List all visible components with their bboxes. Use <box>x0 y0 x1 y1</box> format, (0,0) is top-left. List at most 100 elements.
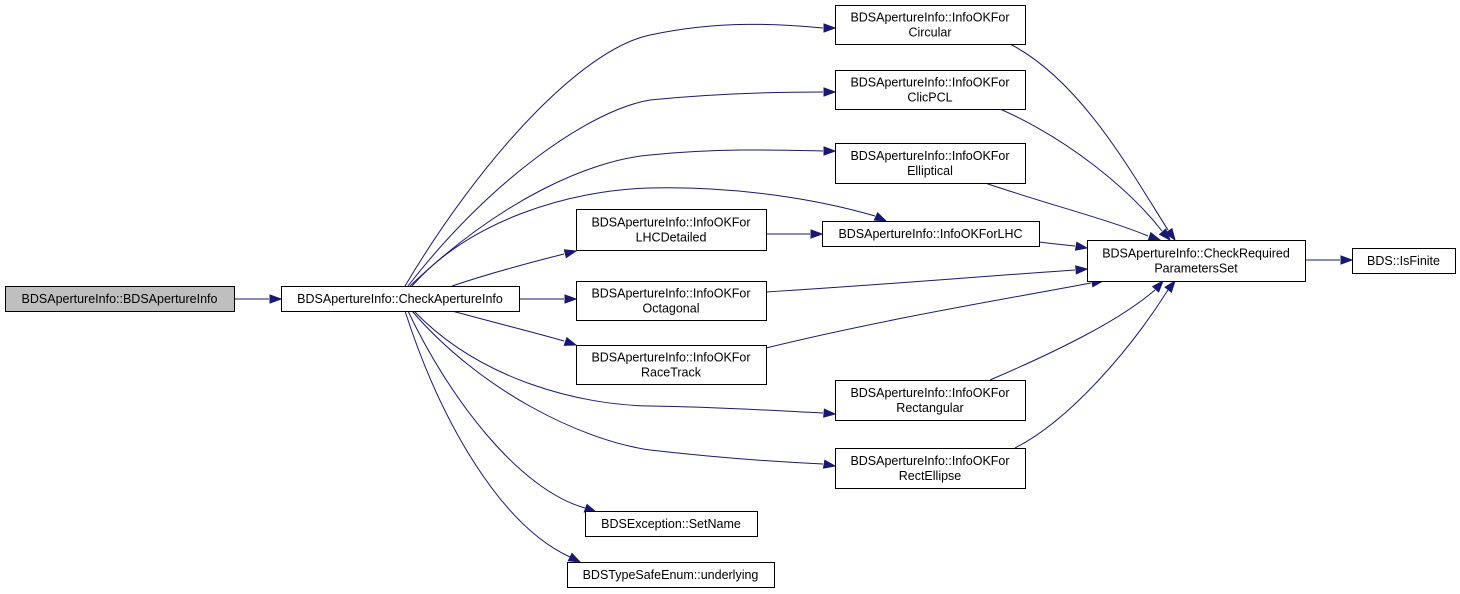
node-label-line: Elliptical <box>907 164 953 178</box>
edge-lhcdetailed-to-lhc <box>766 229 824 239</box>
node-label-line: BDSApertureInfo::InfoOKForLHC <box>838 227 1022 241</box>
node-label-line: BDSApertureInfo::InfoOKFor <box>850 149 1009 163</box>
node-box[interactable] <box>1087 240 1306 282</box>
edge-check-to-clicpcl <box>407 87 837 287</box>
edge-lhc-to-required <box>1038 241 1089 251</box>
node-setname[interactable]: BDSException::SetName <box>585 511 758 537</box>
edge-rectangular-to-required <box>989 279 1164 381</box>
edge-line <box>411 310 824 465</box>
edge-check-to-underlying <box>404 310 582 563</box>
node-box[interactable] <box>567 562 775 588</box>
node-box[interactable] <box>576 345 767 385</box>
edge-check-to-lhc <box>411 187 888 287</box>
arrowhead-icon <box>1151 279 1164 293</box>
node-box[interactable] <box>576 209 767 251</box>
node-box[interactable] <box>281 286 520 312</box>
edge-check-to-rectellipse <box>411 310 837 469</box>
node-box[interactable] <box>835 448 1026 489</box>
edge-line <box>984 182 1149 237</box>
arrowhead-icon <box>567 552 582 563</box>
node-label-line: BDSApertureInfo::InfoOKFor <box>591 287 750 301</box>
node-box[interactable] <box>835 5 1026 45</box>
arrowhead-icon <box>823 146 837 156</box>
node-label-line: BDSApertureInfo::InfoOKFor <box>850 76 1009 90</box>
edge-circular-to-required <box>1009 43 1176 242</box>
arrowhead-icon <box>1340 255 1354 265</box>
node-root[interactable]: BDSApertureInfo::BDSApertureInfo <box>5 286 235 312</box>
edge-check-to-octagonal <box>519 294 578 304</box>
node-box[interactable] <box>5 286 235 312</box>
arrowhead-icon <box>1164 227 1176 242</box>
node-isfinite[interactable]: BDS::IsFinite <box>1352 248 1456 274</box>
arrowhead-icon <box>1074 241 1089 251</box>
edge-check-to-circular <box>404 23 837 287</box>
node-label-line: BDSApertureInfo::CheckRequired <box>1102 247 1290 261</box>
node-label-line: BDS::IsFinite <box>1367 254 1440 268</box>
node-label-line: BDSApertureInfo::InfoOKFor <box>591 351 750 365</box>
node-box[interactable] <box>822 221 1040 247</box>
edge-check-to-rectangular <box>413 310 837 418</box>
edge-required-to-isfinite <box>1305 255 1354 265</box>
edge-clicpcl-to-required <box>999 108 1171 242</box>
node-label-line: BDSApertureInfo::CheckApertureInfo <box>297 292 503 306</box>
node-label-line: Circular <box>908 26 951 40</box>
node-label-line: ClicPCL <box>907 91 952 105</box>
arrowhead-icon <box>823 23 837 33</box>
node-label-line: BDSApertureInfo::InfoOKFor <box>850 386 1009 400</box>
arrowhead-icon <box>1158 228 1171 242</box>
node-box[interactable] <box>576 281 767 321</box>
node-box[interactable] <box>835 143 1026 184</box>
node-check[interactable]: BDSApertureInfo::CheckApertureInfo <box>281 286 520 312</box>
edge-line <box>989 289 1156 381</box>
arrowhead-icon <box>1164 279 1176 293</box>
node-box[interactable] <box>835 380 1026 421</box>
edge-rectellipse-to-required <box>1014 279 1176 449</box>
edge-line <box>1009 43 1169 231</box>
arrowhead-icon <box>563 336 578 346</box>
edge-line <box>451 310 565 342</box>
node-underlying[interactable]: BDSTypeSafeEnum::underlying <box>567 562 775 588</box>
node-box[interactable] <box>585 511 758 537</box>
arrowhead-icon <box>563 249 578 259</box>
node-required[interactable]: BDSApertureInfo::CheckRequiredParameters… <box>1087 240 1306 282</box>
arrowhead-icon <box>810 229 824 239</box>
node-label-line: BDSApertureInfo::InfoOKFor <box>850 454 1009 468</box>
node-label-line: BDSException::SetName <box>601 517 741 531</box>
arrowhead-icon <box>1147 231 1162 241</box>
edge-line <box>407 91 824 287</box>
node-label-line: LHCDetailed <box>636 231 707 245</box>
edge-line <box>451 253 565 287</box>
edge-line <box>765 282 1092 349</box>
node-box[interactable] <box>835 70 1026 110</box>
arrowhead-icon <box>564 294 578 304</box>
node-label-line: ParametersSet <box>1154 262 1238 276</box>
edge-line <box>999 108 1163 232</box>
node-label-line: Rectangular <box>896 401 963 415</box>
node-label-line: RaceTrack <box>641 366 702 380</box>
edge-line <box>404 310 571 558</box>
node-label-line: Octagonal <box>643 302 700 316</box>
node-label-line: BDSApertureInfo::InfoOKFor <box>850 11 1009 25</box>
arrowhead-icon <box>822 459 837 469</box>
arrowhead-icon <box>823 408 837 418</box>
edge-racetrack-to-required <box>765 278 1105 349</box>
node-lhc[interactable]: BDSApertureInfo::InfoOKForLHC <box>822 221 1040 247</box>
edge-line <box>1038 241 1076 247</box>
node-label-line: BDSTypeSafeEnum::underlying <box>583 568 759 582</box>
edge-line <box>1014 289 1169 449</box>
edge-check-to-elliptical <box>409 146 837 287</box>
node-box[interactable] <box>1352 248 1456 274</box>
edge-line <box>413 310 824 414</box>
edge-line <box>765 269 1076 293</box>
node-label-line: RectEllipse <box>899 469 962 483</box>
